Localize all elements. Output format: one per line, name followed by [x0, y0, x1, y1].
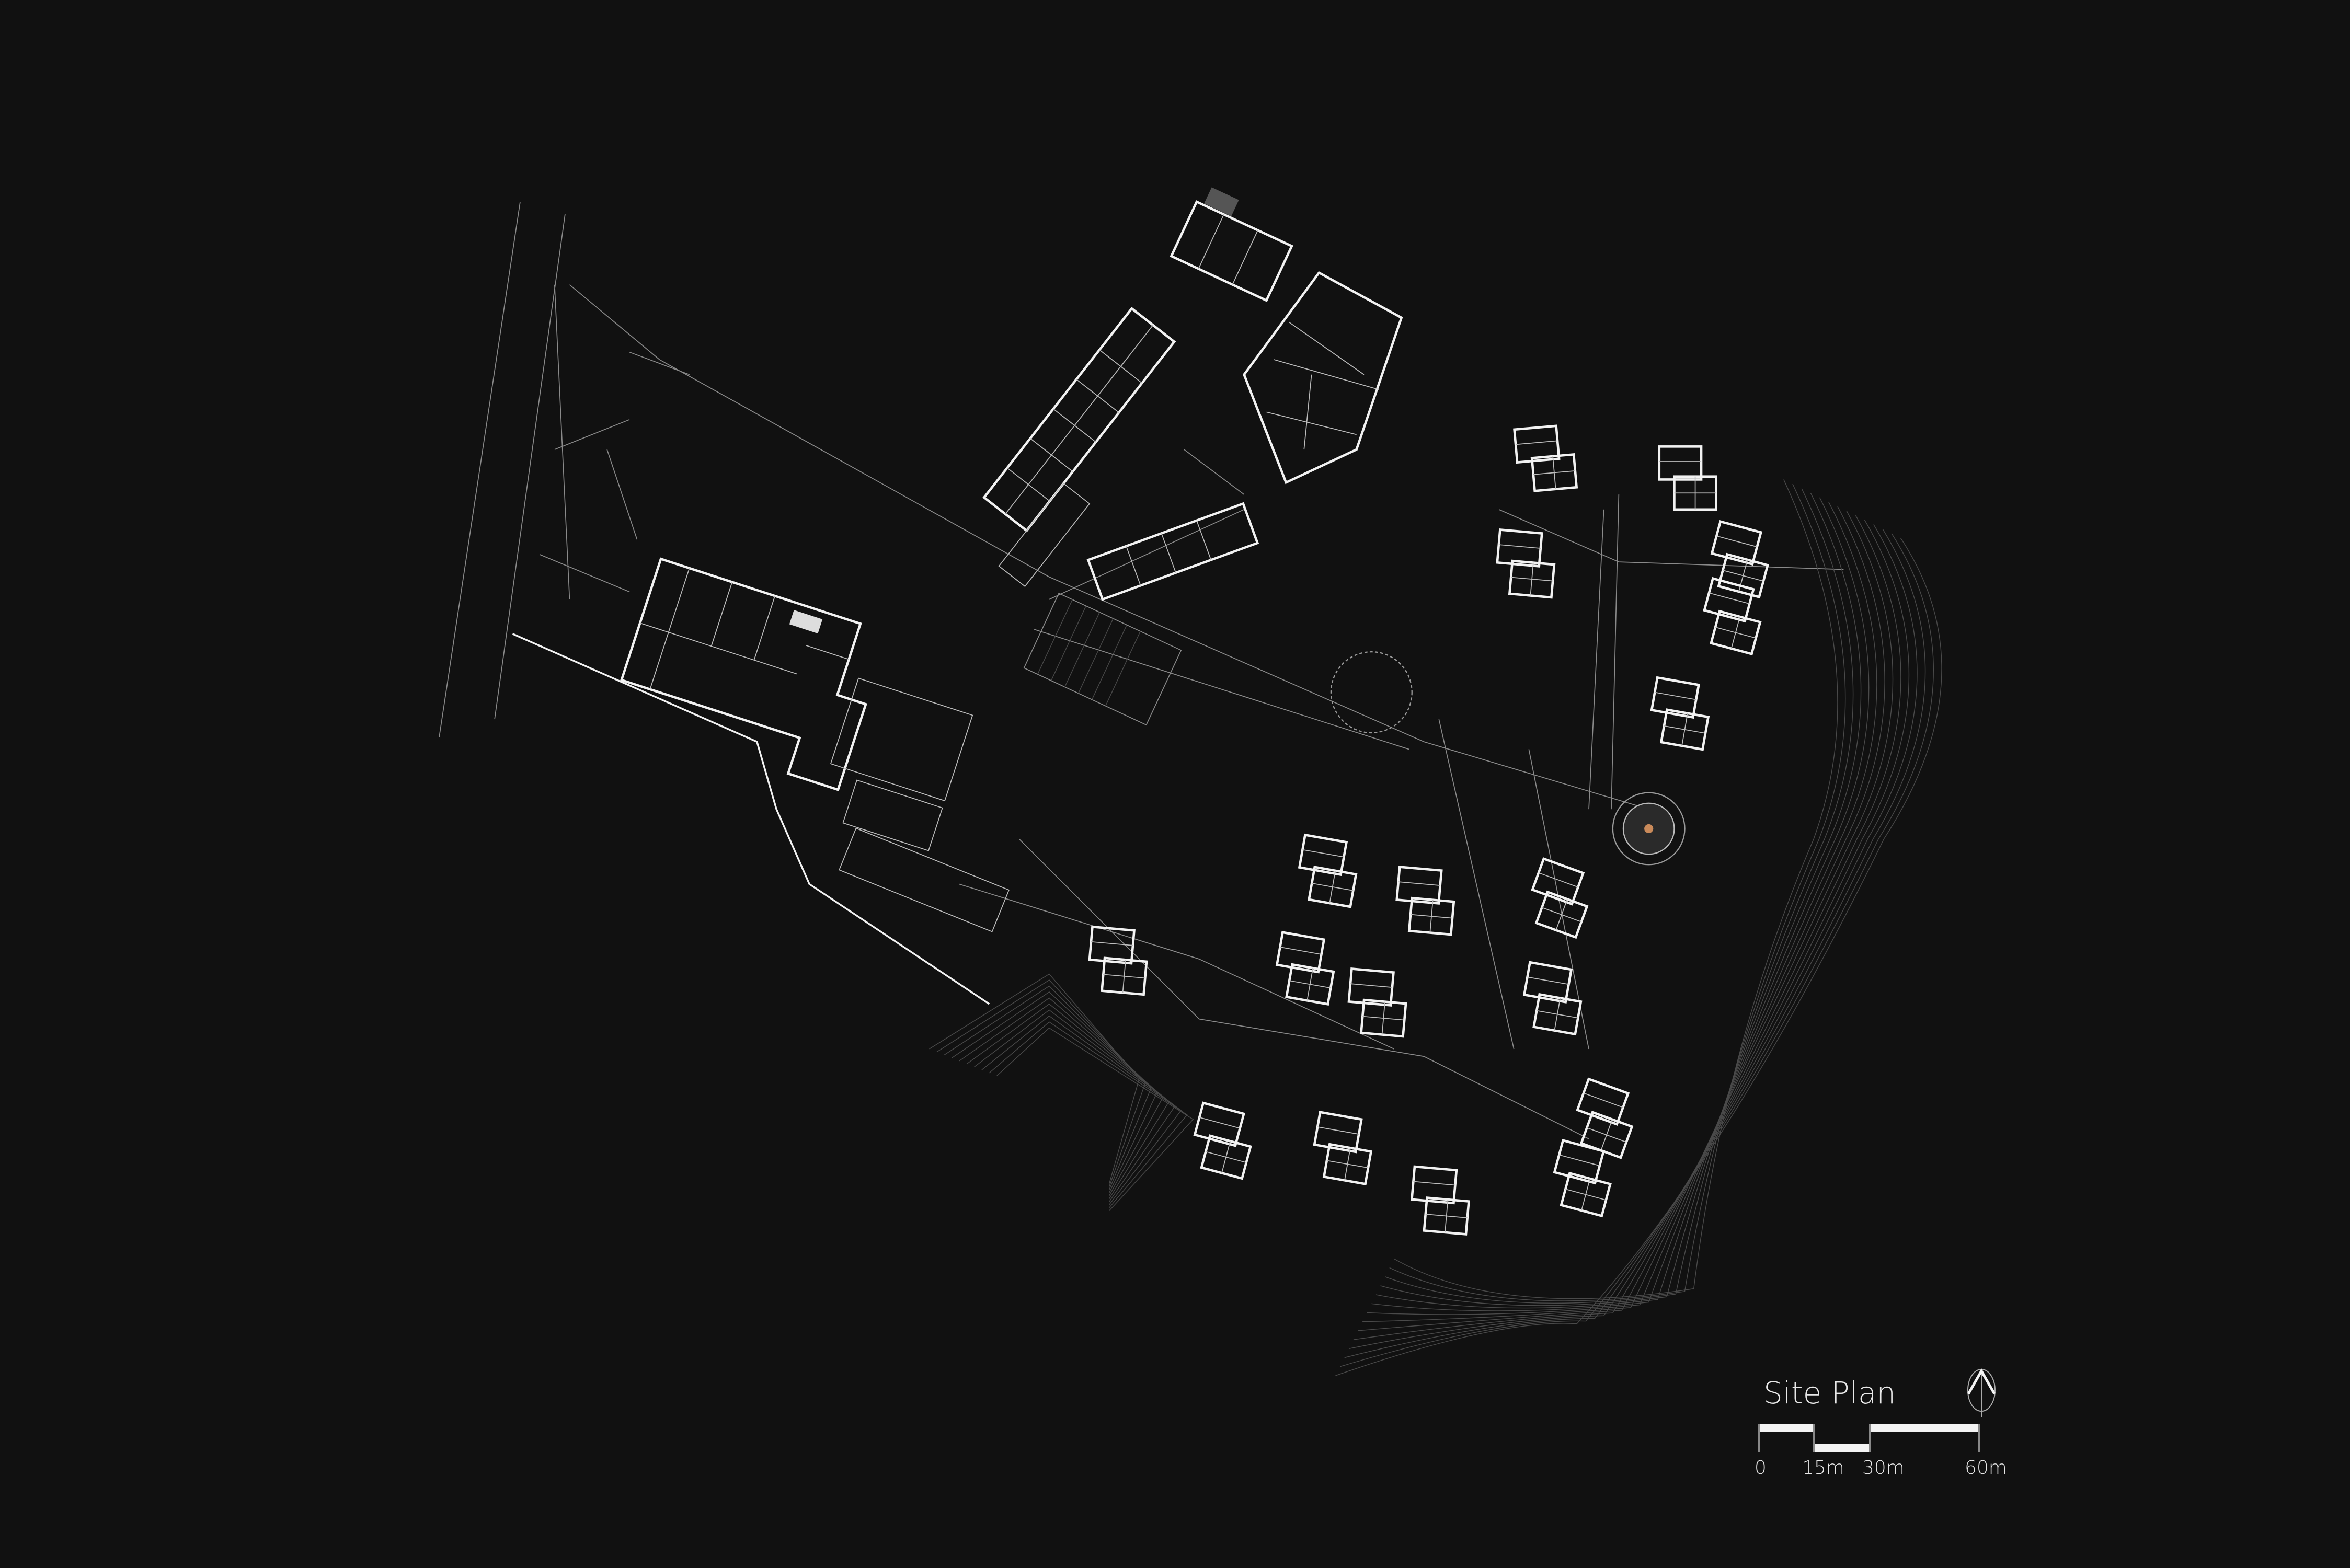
scale-label-15m: 15m — [1802, 1457, 1844, 1479]
contour-line — [1353, 520, 1910, 1340]
terrace-steps — [1023, 592, 1182, 726]
contour-line — [1358, 515, 1901, 1331]
villa-group — [1088, 424, 1769, 1236]
service-corridor — [554, 284, 1620, 1050]
contour-line — [1380, 492, 1862, 1306]
scale-label-0: 0 — [1755, 1457, 1767, 1479]
contour-line — [989, 1021, 1188, 1208]
legend: Site Plan 0 15m 30m 60m — [1755, 1368, 2007, 1479]
main-path — [539, 284, 1844, 1139]
contour-line — [944, 985, 1152, 1190]
scale-label-60m: 60m — [1965, 1457, 2007, 1479]
site-edge — [512, 633, 990, 1005]
contour-line — [1384, 488, 1854, 1304]
contour-line — [981, 1015, 1182, 1205]
main-building — [620, 557, 973, 851]
villa — [1650, 676, 1710, 751]
pavilion-center — [1644, 824, 1654, 834]
villa — [1193, 1101, 1252, 1180]
scale-bar — [1758, 1424, 1980, 1452]
contour-line — [1389, 483, 1846, 1301]
contour-line — [1393, 479, 1838, 1299]
contour-line — [966, 1003, 1170, 1199]
villa — [1658, 445, 1718, 511]
contour-line — [1335, 537, 1942, 1376]
round-pavilion — [1612, 792, 1686, 866]
contour-line — [1371, 502, 1877, 1311]
villa — [1703, 577, 1762, 656]
contour-line — [952, 991, 1158, 1193]
villa — [1313, 1111, 1373, 1185]
villa — [1275, 931, 1335, 1006]
contour-line — [996, 1027, 1194, 1212]
north-arrow-icon — [1967, 1368, 1996, 1417]
lower-building — [839, 827, 1010, 932]
drawing-title: Site Plan — [1763, 1375, 1896, 1411]
villa — [1576, 1077, 1634, 1159]
contour-line — [1349, 524, 1918, 1350]
villa — [1553, 1139, 1612, 1218]
tree-canopy — [1330, 651, 1413, 734]
contour-lines — [929, 479, 1942, 1376]
villa — [1496, 528, 1556, 599]
contour-line — [1367, 506, 1885, 1315]
triangular-building — [1243, 271, 1403, 485]
contour-line — [936, 979, 1146, 1187]
site-plan — [439, 187, 1942, 1376]
villa — [1395, 866, 1455, 936]
villa — [1513, 424, 1578, 492]
villa — [1347, 967, 1407, 1038]
villa — [1298, 833, 1358, 908]
contour-line — [929, 973, 1140, 1184]
contour-line — [959, 997, 1164, 1196]
villa — [1710, 520, 1769, 599]
villa — [1522, 961, 1583, 1036]
boundary-line — [439, 202, 566, 737]
top-villa — [1170, 187, 1293, 302]
contour-line — [1344, 528, 1926, 1358]
reception-pavilion — [1086, 502, 1259, 601]
scale-label-30m: 30m — [1862, 1457, 1905, 1479]
villa — [1088, 925, 1148, 996]
villa — [1410, 1165, 1470, 1236]
contour-line — [1339, 533, 1934, 1367]
contour-line — [974, 1009, 1176, 1202]
villa — [1531, 857, 1589, 939]
north-wing — [982, 307, 1176, 587]
contour-line — [1362, 511, 1894, 1322]
contour-line — [1375, 497, 1870, 1309]
